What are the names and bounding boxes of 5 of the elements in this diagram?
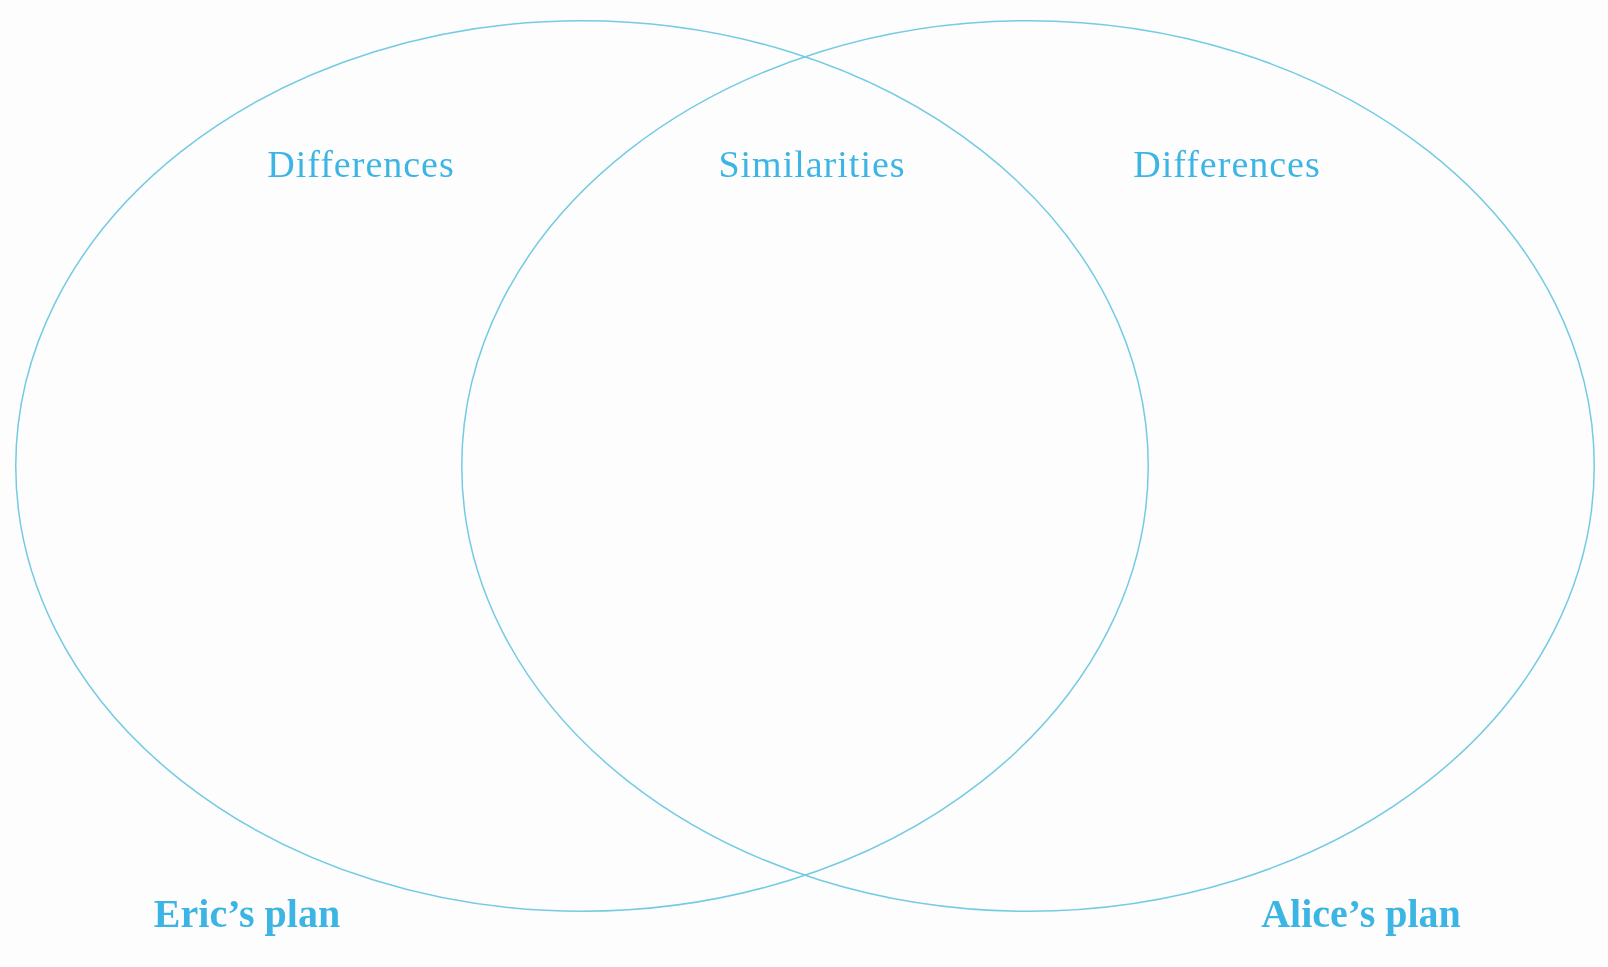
region-heading: Differences — [1133, 144, 1321, 186]
region-heading: Differences — [267, 144, 455, 186]
set-label: Alice’s plan — [1261, 892, 1461, 936]
overlap-heading: Similarities — [718, 144, 906, 186]
set-label: Eric’s plan — [153, 892, 341, 936]
